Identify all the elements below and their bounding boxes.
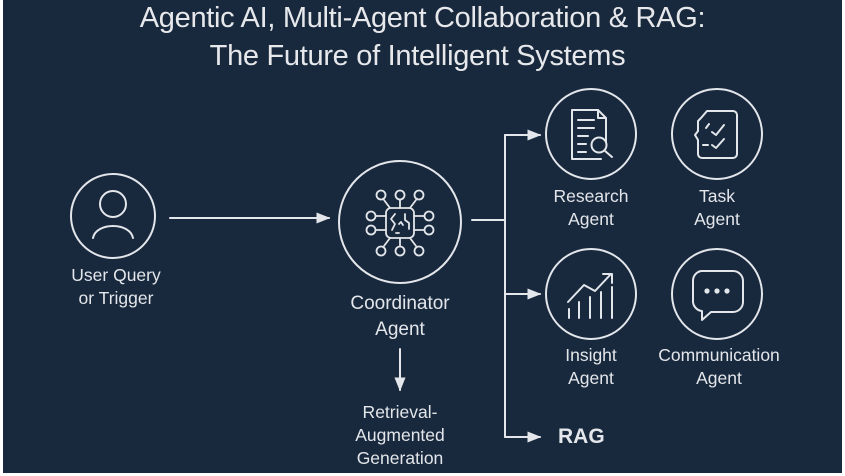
node-insight-circle bbox=[545, 248, 637, 340]
label-research: Research Agent bbox=[554, 185, 629, 231]
label-retrieval: Retrieval- Augmented Generation bbox=[355, 401, 445, 470]
user-icon bbox=[92, 190, 134, 239]
growth-chart-icon bbox=[567, 273, 613, 319]
node-task-circle bbox=[671, 88, 763, 180]
label-retrieval-line-3: Generation bbox=[356, 448, 444, 468]
label-user: User Query or Trigger bbox=[71, 264, 160, 310]
label-communication-line-2: Agent bbox=[696, 368, 742, 388]
label-coordinator: Coordinator Agent bbox=[350, 291, 449, 343]
node-coordinator bbox=[338, 160, 462, 284]
label-insight: Insight Agent bbox=[565, 344, 617, 390]
node-communication bbox=[671, 248, 763, 340]
node-coordinator-circle bbox=[338, 160, 462, 284]
node-user bbox=[70, 173, 156, 259]
label-retrieval-line-2: Augmented bbox=[355, 425, 445, 445]
node-research bbox=[545, 88, 637, 180]
label-user-line-2: or Trigger bbox=[78, 288, 154, 308]
label-insight-line-2: Agent bbox=[568, 368, 614, 388]
node-research-circle bbox=[545, 88, 637, 180]
label-communication: Communication Agent bbox=[658, 344, 780, 390]
document-search-icon bbox=[571, 109, 613, 160]
ai-chip-icon bbox=[365, 189, 435, 257]
label-task-line-1: Task bbox=[699, 186, 735, 206]
label-communication-line-1: Communication bbox=[658, 345, 780, 365]
node-user-circle bbox=[70, 173, 156, 259]
chat-bubble-icon bbox=[691, 270, 744, 321]
label-retrieval-line-1: Retrieval- bbox=[362, 402, 438, 422]
label-coordinator-line-1: Coordinator bbox=[350, 293, 450, 314]
diagram-canvas: Agentic AI, Multi-Agent Collaboration & … bbox=[3, 0, 842, 473]
checklist-icon bbox=[694, 110, 738, 159]
title-line-1: Agentic AI, Multi-Agent Collaboration & … bbox=[139, 2, 706, 34]
node-task bbox=[671, 88, 763, 180]
label-coordinator-line-2: Agent bbox=[375, 319, 425, 340]
label-research-line-2: Agent bbox=[568, 209, 614, 229]
label-user-line-1: User Query bbox=[71, 265, 161, 285]
label-insight-line-1: Insight bbox=[565, 345, 617, 365]
node-communication-circle bbox=[671, 248, 763, 340]
diagram-svg bbox=[70, 88, 763, 443]
label-research-line-1: Research bbox=[553, 186, 629, 206]
label-task-line-2: Agent bbox=[694, 209, 740, 229]
title-line-2: The Future of Intelligent Systems bbox=[209, 40, 626, 72]
label-rag: RAG bbox=[558, 425, 605, 448]
label-task: Task Agent bbox=[694, 185, 740, 231]
node-insight bbox=[545, 248, 637, 340]
